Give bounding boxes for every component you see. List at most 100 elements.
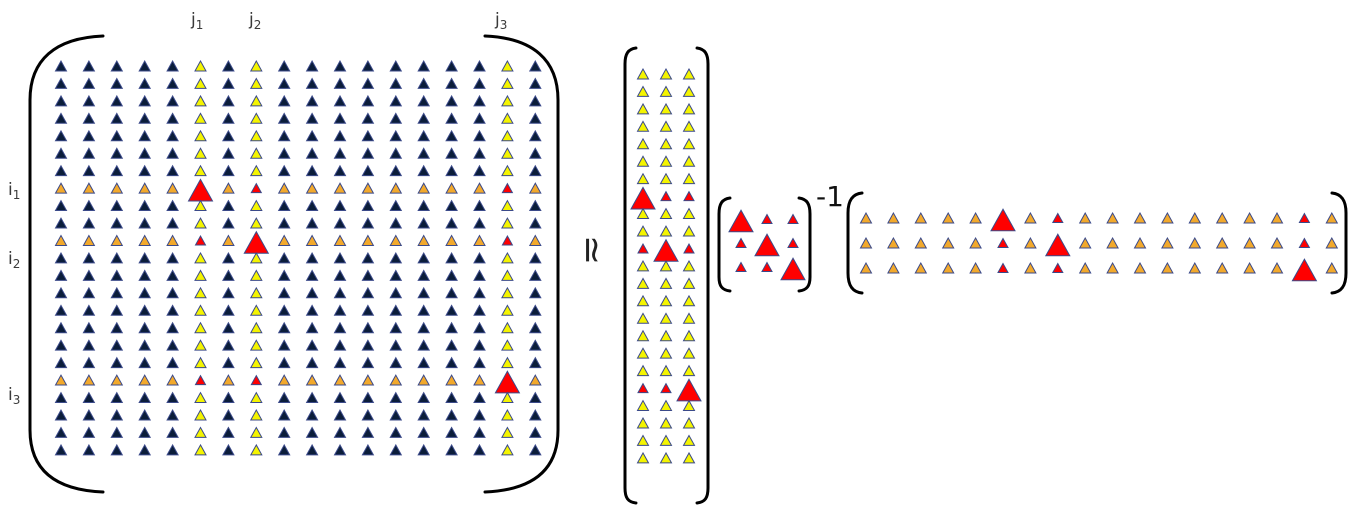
a-cell-other [305, 269, 319, 281]
a-cell-col [194, 164, 207, 177]
c-cell-col [682, 434, 696, 446]
a-cell-other [305, 339, 319, 351]
a-cell-other [473, 147, 486, 159]
r-cell-row [1078, 212, 1092, 224]
a-cell-other [54, 164, 68, 177]
c-cell-col [636, 68, 650, 80]
r-cell-row [1024, 237, 1037, 249]
a-cell-other [82, 94, 96, 107]
a-cell-other [82, 426, 96, 438]
a-cell-other [166, 251, 179, 264]
a-cell-other [473, 199, 486, 212]
a-cell-row [389, 234, 403, 246]
a-cell-other [138, 77, 152, 89]
c-cell-col [636, 259, 650, 272]
r-cell-row [887, 237, 900, 249]
a-cell-other [361, 321, 375, 334]
c-cell-col [682, 417, 696, 429]
a-cell-other [222, 147, 235, 159]
w-cell-cross [735, 261, 747, 272]
a-cell-other [222, 60, 235, 72]
a-cell-other [54, 304, 68, 316]
a-cell-other [277, 339, 291, 351]
matrix-a-cells [54, 60, 542, 456]
a-cell-col [249, 60, 263, 72]
a-cell-other [528, 443, 542, 456]
r-cell-row [1024, 212, 1037, 224]
a-cell-other [361, 356, 375, 369]
r-cell-row [1161, 237, 1174, 249]
a-cell-other [110, 409, 124, 421]
a-cell-other [473, 356, 486, 369]
a-cell-row [82, 374, 96, 386]
a-cell-col [194, 269, 207, 281]
c-cell-col [636, 294, 650, 307]
a-cell-other [54, 321, 68, 334]
a-cell-other [333, 251, 347, 264]
a-cell-other [445, 286, 458, 299]
a-cell-other [138, 321, 152, 334]
a-cell-other [305, 409, 319, 421]
a-cell-other [528, 94, 542, 107]
r-cell-cross [1298, 237, 1311, 248]
a-cell-cross [194, 374, 207, 386]
a-cell-other [54, 426, 68, 438]
a-cell-other [333, 356, 347, 369]
a-cell-other [333, 339, 347, 351]
a-cell-other [389, 147, 403, 159]
c-cell-col [659, 399, 673, 411]
a-cell-other [417, 321, 431, 334]
a-cell-row [445, 182, 458, 194]
a-cell-other [445, 321, 458, 334]
a-cell-other [389, 129, 403, 142]
a-cell-col [194, 129, 207, 142]
a-cell-other [222, 339, 235, 351]
a-cell-other [222, 164, 235, 177]
a-cell-other [333, 269, 347, 281]
a-cell-other [389, 391, 403, 403]
r-cell-row [1243, 212, 1256, 224]
a-cell-other [277, 409, 291, 421]
r-cell-row [1325, 212, 1339, 224]
a-cell-other [473, 94, 486, 107]
a-cell-other [54, 391, 68, 403]
a-cell-row [222, 374, 235, 386]
a-cell-row [417, 374, 431, 386]
a-cell-other [333, 321, 347, 334]
a-cell-other [417, 443, 431, 456]
r-cell-row [941, 262, 955, 274]
a-cell-other [82, 77, 96, 89]
a-cell-other [473, 129, 486, 142]
a-cell-col [249, 164, 263, 177]
a-cell-other [389, 443, 403, 456]
a-cell-col [501, 269, 514, 281]
a-cell-row [528, 374, 542, 386]
a-cell-other [333, 164, 347, 177]
a-cell-other [528, 286, 542, 299]
col-label-j1: j1 [190, 10, 203, 32]
a-cell-other [138, 199, 152, 212]
a-cell-other [277, 60, 291, 72]
r-cell-row [914, 212, 928, 224]
c-cell-cross [683, 242, 695, 254]
c-cell-col [636, 155, 650, 167]
a-cell-other [166, 443, 179, 456]
c-cell-col [682, 155, 696, 167]
a-cell-other [54, 199, 68, 212]
a-cell-other [333, 199, 347, 212]
a-cell-other [222, 129, 235, 142]
a-cell-other [361, 60, 375, 72]
a-cell-other [445, 77, 458, 89]
r-cell-pivot [1291, 258, 1318, 282]
a-cell-col [194, 60, 207, 72]
a-cell-other [473, 391, 486, 403]
c-cell-col [659, 329, 673, 342]
a-cell-other [389, 217, 403, 229]
a-cell-other [305, 112, 319, 124]
a-cell-row [277, 234, 291, 246]
a-cell-other [528, 60, 542, 72]
c-cell-col [659, 417, 673, 429]
a-cell-other [82, 304, 96, 316]
a-cell-row [166, 182, 179, 194]
c-cell-col [682, 120, 696, 132]
